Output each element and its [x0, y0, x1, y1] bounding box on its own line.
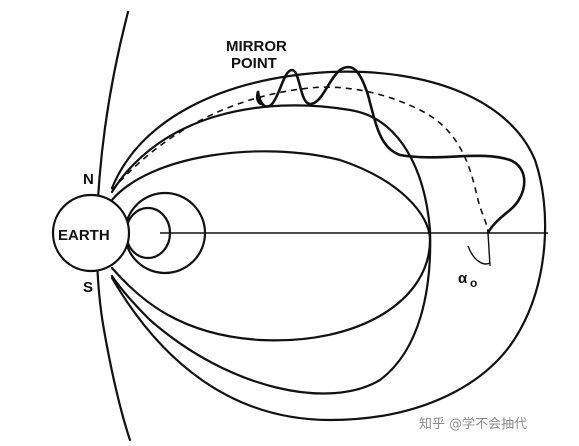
mirror-point-low: [255, 90, 264, 106]
earth-label: EARTH: [58, 227, 110, 244]
mirror-label-line1: MIRROR: [226, 38, 287, 55]
guiding-center-path: [111, 86, 489, 234]
north-label: N: [83, 171, 94, 188]
particle-trajectory: [256, 65, 526, 235]
pitch-angle-arc: [467, 245, 491, 265]
alpha-label: α: [458, 270, 468, 287]
pitch-angle-ray: [487, 232, 491, 267]
watermark-text: 知乎 @学不会抽代: [419, 416, 527, 432]
alpha-subscript: o: [470, 276, 477, 290]
south-label: S: [83, 279, 93, 296]
field-line-4: [110, 104, 432, 395]
surface-arc: [95, 10, 132, 442]
mirror-label-line2: POINT: [231, 55, 277, 72]
earth-circle: [51, 193, 131, 273]
field-line-3: [110, 150, 432, 342]
field-line-outer: [110, 70, 547, 422]
